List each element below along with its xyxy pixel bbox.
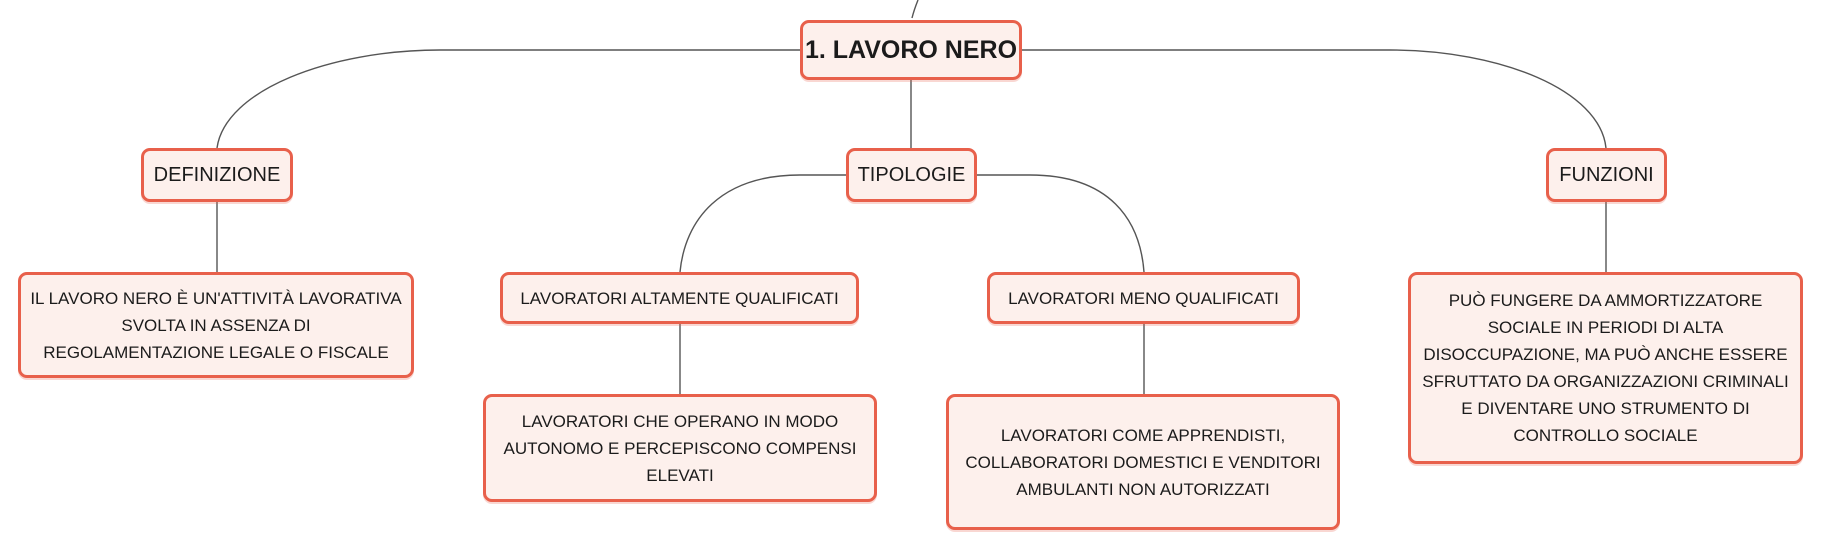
meno-qualificati-node[interactable]: LAVORATORI MENO QUALIFICATI xyxy=(987,272,1300,324)
root-node[interactable]: 1. LAVORO NERO xyxy=(800,20,1022,80)
connector-root-definizione xyxy=(216,49,800,149)
funzioni-node[interactable]: FUNZIONI xyxy=(1546,148,1667,202)
funzioni-text-node[interactable]: PUÒ FUNGERE DA AMMORTIZZATORE SOCIALE IN… xyxy=(1408,272,1803,464)
funzioni-text: PUÒ FUNGERE DA AMMORTIZZATORE SOCIALE IN… xyxy=(1422,291,1789,445)
definizione-label: DEFINIZIONE xyxy=(153,163,281,186)
altamente-text-node[interactable]: LAVORATORI CHE OPERANO IN MODO AUTONOMO … xyxy=(483,394,877,502)
tipologie-node[interactable]: TIPOLOGIE xyxy=(846,148,977,202)
connector-tipologie-meno xyxy=(975,174,1145,273)
altamente-qualificati-label: LAVORATORI ALTAMENTE QUALIFICATI xyxy=(520,288,839,308)
definizione-text-node[interactable]: IL LAVORO NERO È UN'ATTIVITÀ LAVORATIVA … xyxy=(18,272,414,378)
definizione-node[interactable]: DEFINIZIONE xyxy=(141,148,293,202)
connector-root-funzioni xyxy=(1022,49,1607,149)
altamente-qualificati-node[interactable]: LAVORATORI ALTAMENTE QUALIFICATI xyxy=(500,272,859,324)
meno-qualificati-label: LAVORATORI MENO QUALIFICATI xyxy=(1008,288,1279,308)
definizione-text: IL LAVORO NERO È UN'ATTIVITÀ LAVORATIVA … xyxy=(30,288,402,362)
funzioni-label: FUNZIONI xyxy=(1559,163,1654,186)
meno-text-node[interactable]: LAVORATORI COME APPRENDISTI, COLLABORATO… xyxy=(946,394,1340,530)
tipologie-label: TIPOLOGIE xyxy=(857,163,966,186)
connector-tipologie-altamente xyxy=(679,174,849,273)
meno-text: LAVORATORI COME APPRENDISTI, COLLABORATO… xyxy=(965,425,1321,499)
root-label: 1. LAVORO NERO xyxy=(804,35,1018,64)
altamente-text: LAVORATORI CHE OPERANO IN MODO AUTONOMO … xyxy=(503,411,857,485)
connector-parent-root xyxy=(911,0,919,19)
